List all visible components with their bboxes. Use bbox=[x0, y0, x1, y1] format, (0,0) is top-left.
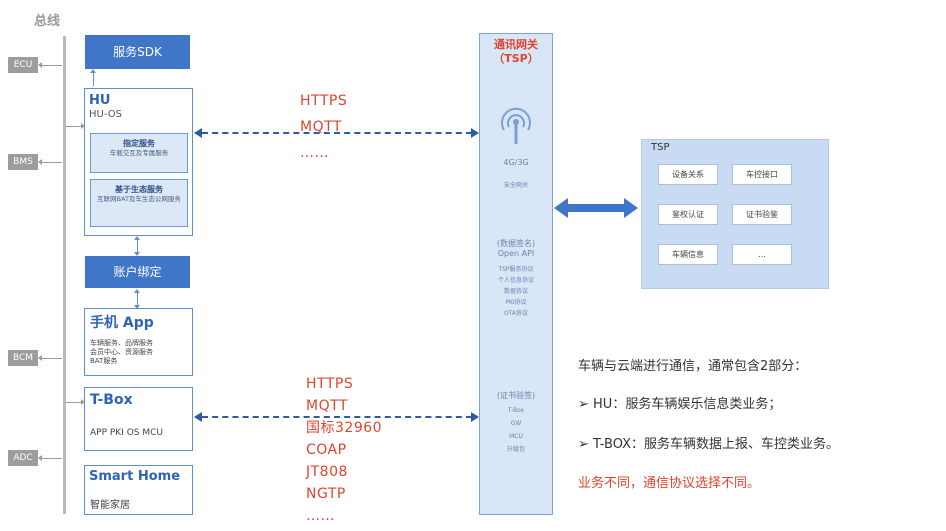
hu-title: HU bbox=[89, 93, 111, 108]
gateway-cert-item: MCU bbox=[509, 433, 523, 440]
hu-gateway-dashed-link bbox=[202, 132, 472, 134]
smart-home-box: Smart Home 智能家居 bbox=[84, 465, 193, 515]
gateway-tsp-double-arrow bbox=[554, 198, 638, 218]
bms-node: BMS bbox=[8, 154, 38, 170]
phone-app-desc-line: 会员中心、资源服务 bbox=[90, 348, 153, 356]
tsp-title: TSP bbox=[651, 142, 670, 153]
tsp-panel: TSP 设备关系 车控接口 鉴权认证 证书验鉴 车辆信息 … bbox=[641, 139, 829, 289]
gateway-cert-items: T-Box GW MCU 升级包 bbox=[480, 404, 552, 456]
gateway-data-header: (数据签名) bbox=[496, 239, 536, 248]
gateway-cert-item: T-Box bbox=[507, 407, 525, 414]
gateway-cert-item: GW bbox=[510, 420, 522, 427]
tsp-item: 证书验鉴 bbox=[732, 204, 792, 225]
account-binding-box: 账户绑定 bbox=[85, 256, 190, 288]
tbox-box: T-Box APP PKI OS MCU bbox=[84, 387, 193, 451]
hu-os-label: HU-OS bbox=[89, 109, 122, 120]
protocol-label: …… bbox=[300, 145, 329, 161]
gateway-title-line: 通讯网关 bbox=[494, 38, 538, 51]
sdk-hu-arrow bbox=[90, 69, 96, 86]
hu-protocol-list: HTTPS MQTT …… bbox=[300, 88, 347, 166]
protocol-label: …… bbox=[306, 508, 335, 524]
designated-service-box: 指定服务 车载交互及专属服务 bbox=[90, 133, 188, 173]
gateway-data-items: TSP服务协议 个人信息协议 数据协议 PKI协议 OTA协议 bbox=[480, 264, 552, 319]
summary-line-1: 车辆与云端进行通信，通常包含2部分： bbox=[578, 359, 808, 374]
protocol-label: COAP bbox=[306, 442, 347, 458]
bus-to-hu-arrow bbox=[66, 123, 85, 129]
protocol-label: HTTPS bbox=[306, 376, 354, 392]
bus-title: 总线 bbox=[34, 14, 61, 29]
gateway-cert-item: 升级包 bbox=[506, 446, 525, 453]
gateway-data-item: OTA协议 bbox=[503, 310, 529, 317]
bcm-arrow bbox=[38, 355, 62, 361]
tbox-link-arrow-right bbox=[471, 412, 479, 422]
tsp-item: 车控接口 bbox=[732, 164, 792, 185]
smart-home-title: Smart Home bbox=[89, 469, 181, 484]
summary-line-4: 业务不同，通信协议选择不同。 bbox=[578, 476, 761, 491]
protocol-label: MQTT bbox=[300, 119, 342, 135]
ecu-arrow bbox=[38, 62, 62, 68]
gateway-panel: 通讯网关 （TSP） 4G/3G 安全网关 (数据签名) Open API TS… bbox=[479, 33, 553, 515]
tbox-gateway-dashed-link bbox=[202, 416, 472, 418]
account-app-arrow bbox=[134, 289, 140, 309]
designated-service-title: 指定服务 bbox=[123, 139, 155, 148]
designated-service-desc: 车载交互及专属服务 bbox=[109, 149, 169, 157]
gateway-title: 通讯网关 （TSP） bbox=[480, 38, 552, 66]
ecu-node: ECU bbox=[8, 57, 38, 73]
protocol-label: JT808 bbox=[306, 464, 348, 480]
phone-app-box: 手机 App 车辆服务、品牌服务 会员中心、资源服务 BAT服务 bbox=[84, 308, 193, 376]
tbox-title: T-Box bbox=[90, 392, 133, 408]
gateway-data-item: 个人信息协议 bbox=[497, 277, 534, 284]
bus-line bbox=[63, 36, 66, 514]
gateway-cert-header: (证书验签) bbox=[496, 391, 536, 400]
protocol-label: NGTP bbox=[306, 486, 346, 502]
tsp-item: 设备关系 bbox=[658, 164, 718, 185]
gateway-security: 安全网关 bbox=[503, 182, 528, 189]
service-sdk-box: 服务SDK bbox=[85, 35, 190, 69]
protocol-label: MQTT bbox=[306, 398, 348, 414]
smart-home-sub: 智能家居 bbox=[90, 500, 130, 511]
bcm-node: BCM bbox=[8, 350, 38, 366]
tbox-sub: APP PKI OS MCU bbox=[90, 428, 164, 438]
gateway-data-item: TSP服务协议 bbox=[498, 266, 534, 273]
bus-to-tbox-arrow bbox=[66, 399, 85, 405]
bms-arrow bbox=[38, 159, 62, 165]
adc-arrow bbox=[38, 455, 62, 461]
summary-line-2: ➢ HU：服务车辆娱乐信息类业务； bbox=[578, 397, 782, 412]
phone-app-title: 手机 App bbox=[90, 315, 154, 331]
ecosystem-service-desc: 互联网BAT及车生态公网服务 bbox=[97, 195, 181, 203]
gateway-openapi: Open API bbox=[497, 249, 535, 258]
adc-node: ADC bbox=[8, 450, 38, 466]
gateway-title-line: （TSP） bbox=[493, 52, 539, 65]
hu-link-arrow-left bbox=[194, 128, 202, 138]
protocol-label: HTTPS bbox=[300, 93, 348, 109]
gateway-data-item: 数据协议 bbox=[503, 288, 528, 295]
protocol-label: 国标32960 bbox=[306, 420, 383, 436]
hu-box: HU HU-OS 指定服务 车载交互及专属服务 基于生态服务 互联网BAT及车生… bbox=[84, 88, 193, 236]
ecosystem-service-title: 基于生态服务 bbox=[115, 185, 163, 194]
tsp-item: 车辆信息 bbox=[658, 244, 718, 265]
gateway-network: 4G/3G bbox=[503, 158, 529, 167]
hu-account-arrow bbox=[134, 236, 140, 256]
phone-app-desc-line: 车辆服务、品牌服务 bbox=[90, 339, 153, 347]
gateway-data-item: PKI协议 bbox=[505, 299, 527, 306]
tsp-item: … bbox=[732, 244, 792, 265]
tbox-link-arrow-left bbox=[194, 412, 202, 422]
antenna-icon bbox=[501, 107, 531, 144]
tbox-protocol-list: HTTPS MQTT 国标32960 COAP JT808 NGTP …… bbox=[306, 373, 382, 527]
phone-app-desc: 车辆服务、品牌服务 会员中心、资源服务 BAT服务 bbox=[90, 339, 153, 366]
tsp-item: 鉴权认证 bbox=[658, 204, 718, 225]
summary-line-3: ➢ T-BOX：服务车辆数据上报、车控类业务。 bbox=[578, 437, 839, 452]
ecosystem-service-box: 基于生态服务 互联网BAT及车生态公网服务 bbox=[90, 179, 188, 227]
phone-app-desc-line: BAT服务 bbox=[90, 357, 118, 365]
hu-link-arrow-right bbox=[471, 128, 479, 138]
